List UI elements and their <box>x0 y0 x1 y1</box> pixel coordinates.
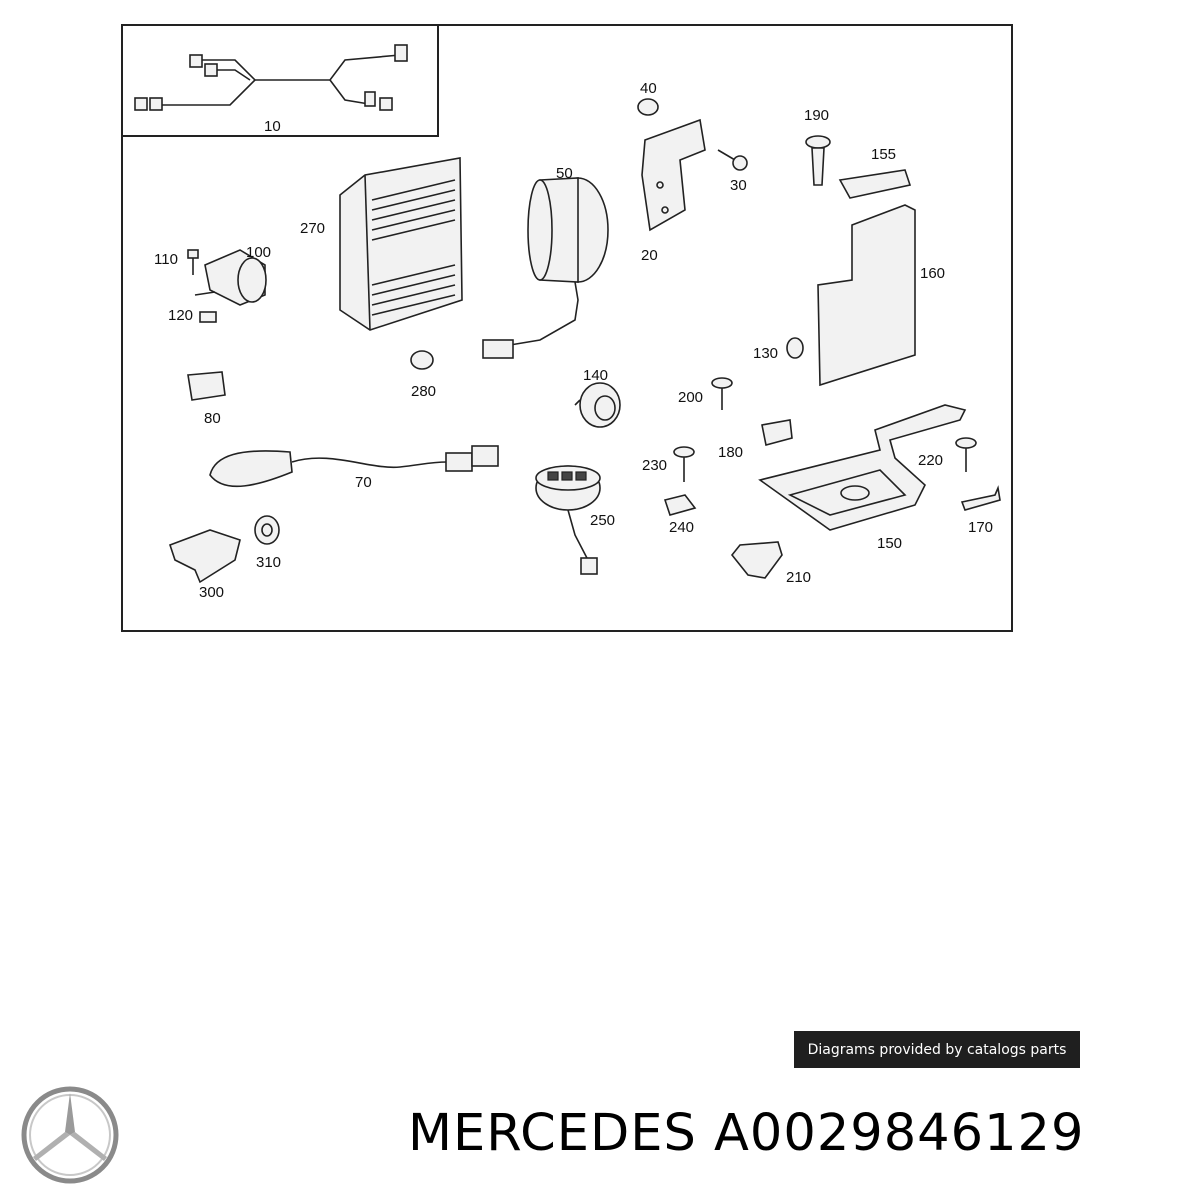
wiring-harness-inset <box>121 24 439 137</box>
part-screw-200 <box>711 377 733 410</box>
callout-180: 180 <box>718 444 744 461</box>
callout-50: 50 <box>556 165 573 182</box>
part-switch-panel-250 <box>535 465 601 575</box>
part-module-180 <box>761 419 793 446</box>
part-cover-plate-160 <box>817 204 916 387</box>
part-screw-30 <box>717 149 748 171</box>
part-screw-230 <box>673 446 695 482</box>
part-bracket-300 <box>168 529 241 584</box>
callout-80: 80 <box>204 410 221 427</box>
part-cap-210 <box>730 541 783 579</box>
part-sensor-140 <box>574 382 621 428</box>
part-screw-220 <box>955 437 977 472</box>
part-relay-80 <box>187 371 226 401</box>
part-screw-110 <box>187 249 199 275</box>
diagram-frame <box>121 24 1013 632</box>
part-base-plate-150 <box>758 404 967 531</box>
part-mounting-bracket <box>641 118 706 232</box>
part-number: A0029846129 <box>714 1104 1085 1163</box>
callout-240: 240 <box>669 519 695 536</box>
callout-150: 150 <box>877 535 903 552</box>
part-wiring-harness <box>134 44 408 111</box>
part-title: MERCEDES A0029846129 <box>408 1108 1084 1159</box>
part-bolt-280 <box>410 350 434 370</box>
part-clip-240 <box>663 494 697 516</box>
part-holder-155 <box>838 169 912 199</box>
part-clip-190 <box>805 135 831 186</box>
callout-300: 300 <box>199 584 225 601</box>
mercedes-star-logo <box>21 1086 119 1184</box>
part-relay-100 <box>194 249 267 306</box>
callout-270: 270 <box>300 220 326 237</box>
callout-30: 30 <box>730 177 747 194</box>
callout-70: 70 <box>355 474 372 491</box>
callout-250: 250 <box>590 512 616 529</box>
part-siren-horn <box>482 177 609 359</box>
part-nut-120 <box>199 311 217 323</box>
part-washer-40 <box>637 98 659 116</box>
callout-120: 120 <box>168 307 194 324</box>
callout-20: 20 <box>641 247 658 264</box>
callout-10: 10 <box>264 118 281 135</box>
diagram-credit-badge: Diagrams provided by catalogs parts <box>794 1031 1080 1068</box>
part-sensor-70 <box>209 445 499 488</box>
callout-155: 155 <box>871 146 897 163</box>
callout-210: 210 <box>786 569 812 586</box>
callout-130: 130 <box>753 345 779 362</box>
callout-220: 220 <box>918 452 944 469</box>
callout-40: 40 <box>640 80 657 97</box>
callout-190: 190 <box>804 107 830 124</box>
part-washer-130 <box>786 337 804 359</box>
brand-name: MERCEDES <box>408 1104 697 1163</box>
callout-200: 200 <box>678 389 704 406</box>
part-nut-310 <box>254 515 280 545</box>
part-bracket-170 <box>960 485 1001 511</box>
callout-140: 140 <box>583 367 609 384</box>
callout-160: 160 <box>920 265 946 282</box>
callout-230: 230 <box>642 457 668 474</box>
part-control-unit <box>339 157 463 331</box>
callout-280: 280 <box>411 383 437 400</box>
callout-170: 170 <box>968 519 994 536</box>
callout-100: 100 <box>246 244 272 261</box>
callout-310: 310 <box>256 554 282 571</box>
callout-110: 110 <box>154 251 178 268</box>
